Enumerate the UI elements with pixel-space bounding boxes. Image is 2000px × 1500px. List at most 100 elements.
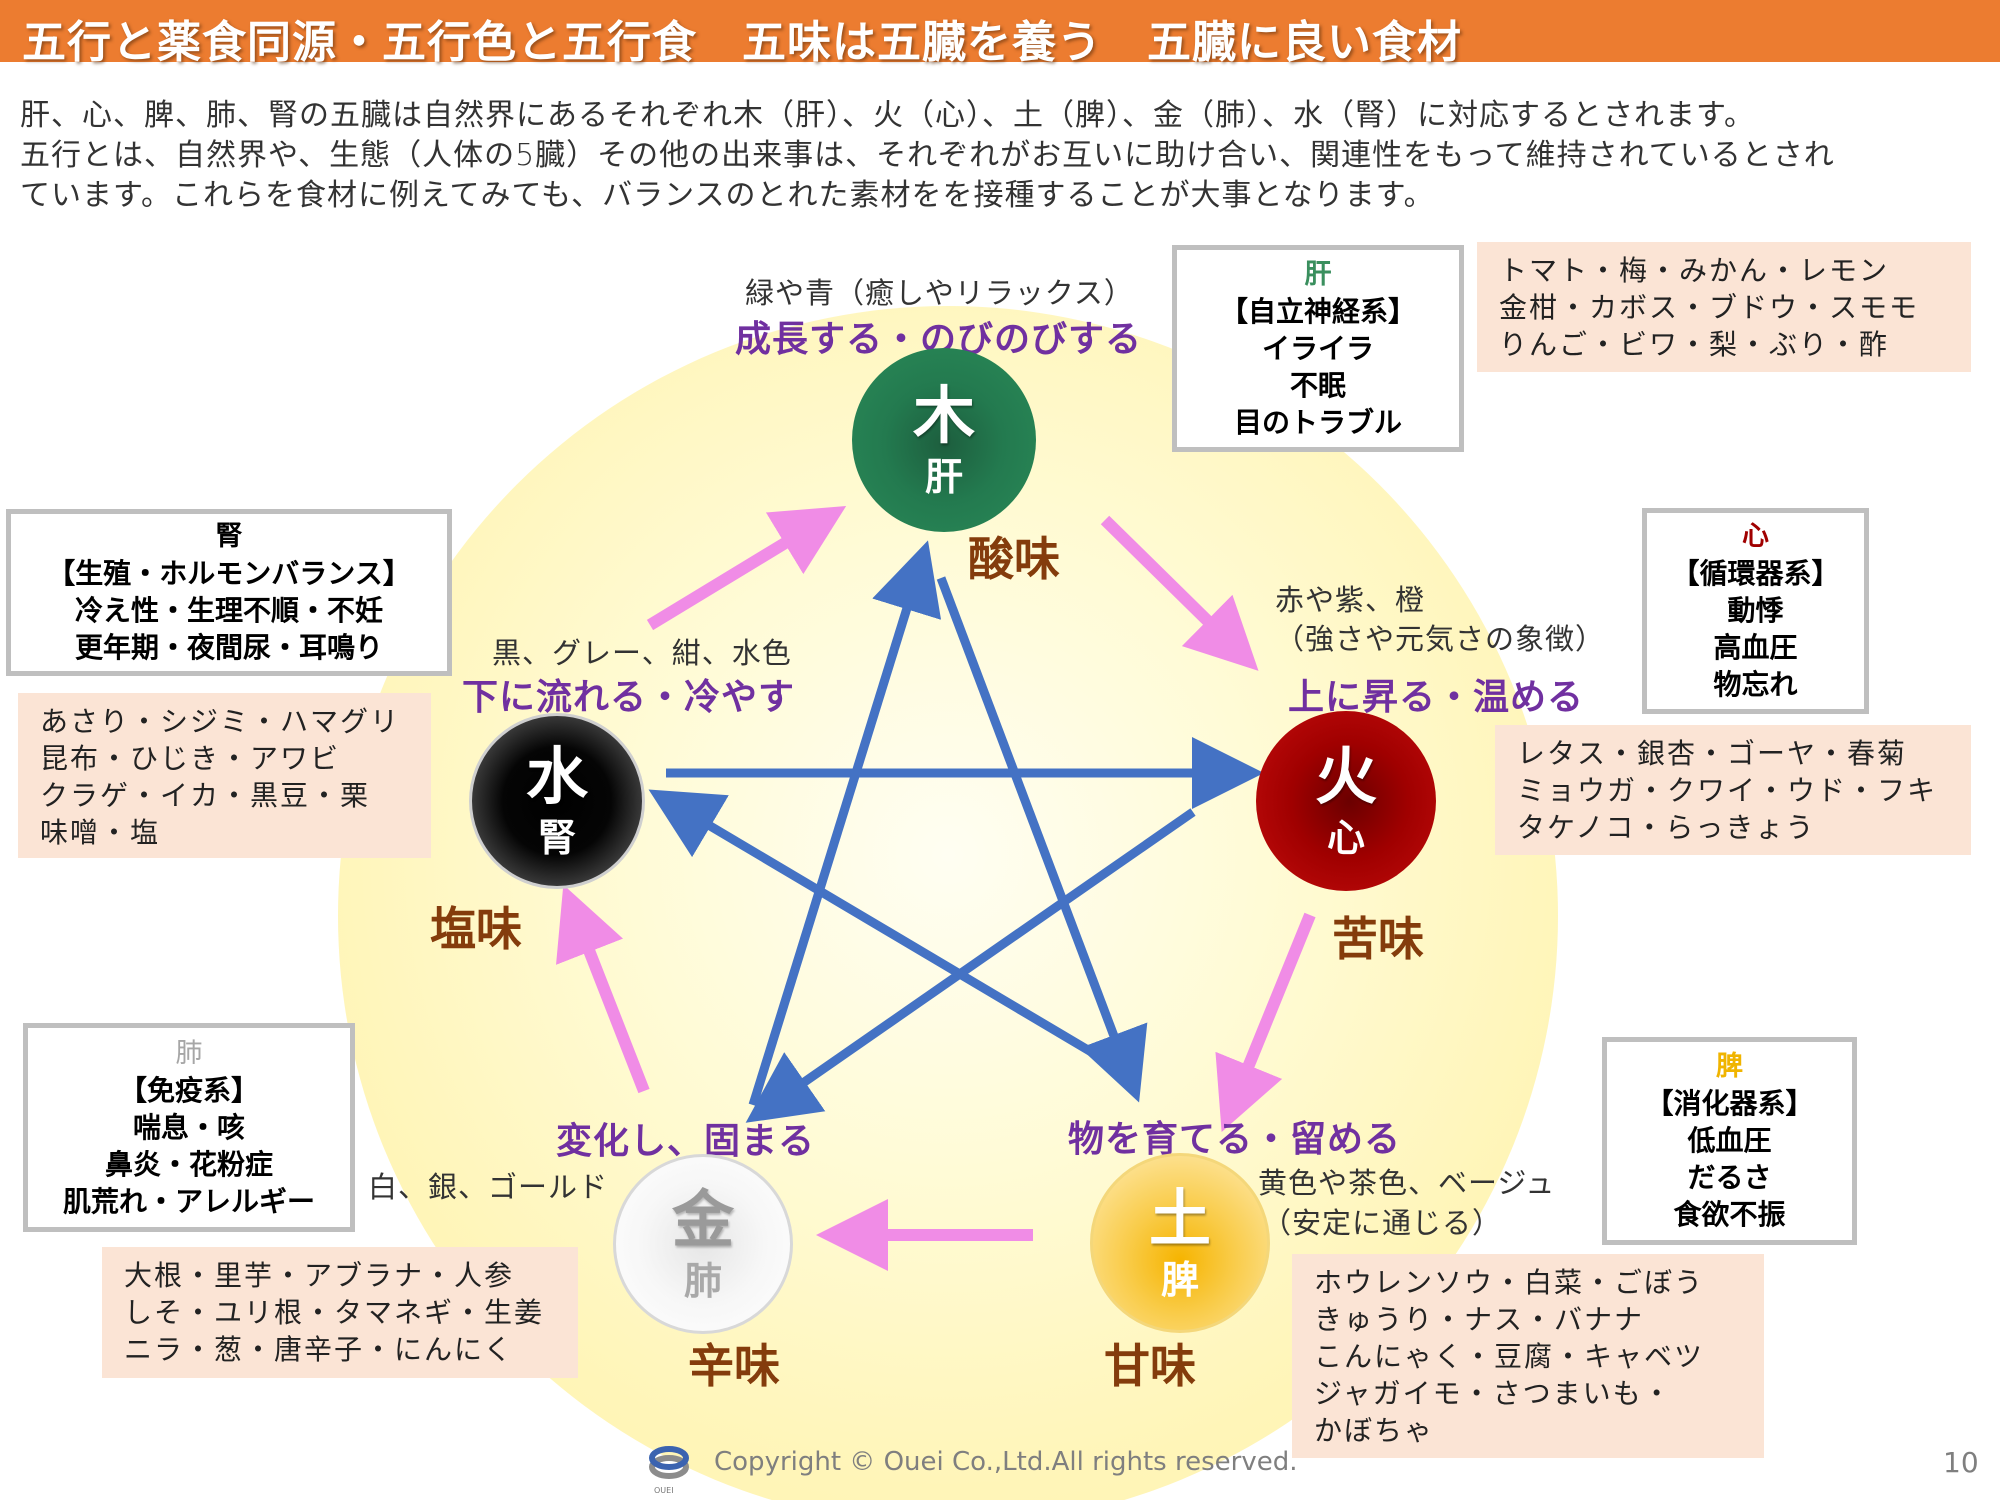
header-bar: 五行と薬食同源・五行色と五行食 五味は五臓を養う 五臓に良い食材 (0, 0, 2000, 68)
symptom-line: 物忘れ (1713, 668, 1798, 701)
arrow-fire-to-earth (1215, 912, 1316, 1133)
food-line: ジャガイモ・さつまいも・ (1314, 1377, 1673, 1410)
symptom-line: 高血圧 (1713, 631, 1798, 664)
copyright-text: Copyright © Ouei Co.,Ltd.All rights rese… (714, 1447, 1298, 1477)
wood-taste: 酸味 (968, 532, 1060, 586)
heart-organ-label: 心 (1742, 521, 1769, 552)
metal-taste: 辛味 (688, 1339, 780, 1393)
symptom-line: 【免疫系】 (118, 1073, 259, 1107)
food-line: 昆布・ひじき・アワビ (40, 742, 341, 775)
symptom-line: 更年期・夜間尿・耳鳴り (74, 631, 383, 664)
food-line: りんご・ビワ・梨・ぶり・酢 (1499, 328, 1890, 361)
kidney-symptom-box: 腎 【生殖・ホルモンバランス】 冷え性・生理不順・不妊 更年期・夜間尿・耳鳴り (6, 509, 452, 676)
food-line: レタス・銀杏・ゴーヤ・春菊 (1517, 737, 1908, 770)
fire-taste: 苦味 (1332, 912, 1424, 966)
food-line: クラゲ・イカ・黒豆・栗 (40, 779, 371, 812)
symptom-line: 動悸 (1727, 594, 1784, 627)
fire-element-char: 火 (1314, 740, 1377, 813)
metal-element-circle: 金 肺 (613, 1154, 793, 1334)
food-line: トマト・梅・みかん・レモン (1499, 254, 1890, 287)
food-line: こんにゃく・豆腐・キャベツ (1314, 1340, 1705, 1373)
company-logo-icon (649, 1446, 689, 1479)
intro-text: 肝、心、脾、肺、腎の五臓は自然界にあるそれぞれ木（肝）、火（心）、土（脾）、金（… (20, 96, 1980, 216)
company-logo-text: OUEI (654, 1486, 674, 1495)
symptom-line: 目のトラブル (1233, 405, 1402, 439)
lung-organ-label: 肺 (175, 1037, 203, 1069)
water-taste: 塩味 (430, 902, 522, 956)
liver-organ-label: 肝 (1304, 258, 1332, 290)
metal-element-char: 金 (671, 1183, 734, 1256)
symptom-line: 肌荒れ・アレルギー (62, 1184, 315, 1218)
wood-element-circle: 木 肝 (852, 348, 1036, 532)
page-title: 五行と薬食同源・五行色と五行食 五味は五臓を養う 五臓に良い食材 (22, 17, 1462, 68)
food-line: ニラ・葱・唐辛子・にんにく (124, 1333, 514, 1366)
food-line: 金柑・カボス・ブドウ・スモモ (1499, 291, 1920, 324)
earth-element-char: 土 (1148, 1182, 1211, 1255)
spleen-symptom-box: 脾 【消化器系】 低血圧 だるさ 食欲不振 (1602, 1037, 1857, 1245)
lung-food-box: 大根・里芋・アブラナ・人参 しそ・ユリ根・タマネギ・生姜 ニラ・葱・唐辛子・にん… (102, 1247, 578, 1378)
liver-food-box: トマト・梅・みかん・レモン 金柑・カボス・ブドウ・スモモ りんご・ビワ・梨・ぶり… (1477, 242, 1971, 372)
heart-food-box: レタス・銀杏・ゴーヤ・春菊 ミョウガ・クワイ・ウド・フキ タケノコ・らっきょう (1495, 725, 1971, 855)
arrow-metal-to-wood (748, 540, 942, 1107)
food-line: タケノコ・らっきょう (1517, 811, 1816, 844)
earth-taste: 甘味 (1104, 1339, 1196, 1393)
food-line: しそ・ユリ根・タマネギ・生姜 (124, 1296, 545, 1329)
fire-color-note-line1: 赤や紫、橙 (1275, 583, 1426, 617)
arrow-wood-to-earth (936, 576, 1148, 1103)
metal-organ-char: 肺 (683, 1259, 722, 1303)
symptom-line: 不眠 (1289, 368, 1346, 402)
arrow-earth-to-water (648, 789, 1123, 1073)
symptom-line: 鼻炎・花粉症 (104, 1147, 273, 1181)
page-number: 10 (1943, 1446, 1979, 1479)
earth-color-note-line1: 黄色や茶色、ベージュ (1258, 1166, 1556, 1200)
metal-color-note: 白、銀、ゴールド (368, 1170, 609, 1204)
water-action: 下に流れる・冷やす (462, 677, 796, 718)
earth-organ-char: 脾 (1160, 1258, 1199, 1302)
wood-element-char: 木 (912, 379, 975, 452)
arrow-fire-to-metal (745, 808, 1196, 1123)
wood-organ-char: 肝 (924, 455, 963, 499)
food-line: きゅうり・ナス・バナナ (1314, 1303, 1645, 1336)
earth-color-note-line2: （安定に通じる） (1262, 1206, 1503, 1240)
symptom-line: 喘息・咳 (132, 1110, 245, 1144)
symptom-line: 冷え性・生理不順・不妊 (74, 594, 383, 627)
spleen-food-box: ホウレンソウ・白菜・ごぼう きゅうり・ナス・バナナ こんにゃく・豆腐・キャベツ … (1292, 1254, 1764, 1458)
food-line: ミョウガ・クワイ・ウド・フキ (1517, 774, 1938, 807)
symptom-line: 食欲不振 (1673, 1198, 1786, 1231)
spleen-organ-label: 脾 (1716, 1051, 1743, 1082)
liver-symptom-box: 肝 【自立神経系】 イライラ 不眠 目のトラブル (1172, 245, 1464, 452)
food-line: ホウレンソウ・白菜・ごぼう (1314, 1266, 1705, 1299)
fire-organ-char: 心 (1326, 816, 1365, 860)
symptom-line: だるさ (1687, 1161, 1772, 1194)
fire-color-note-line2: （強さや元気さの象徴） (1275, 622, 1606, 656)
water-color-note: 黒、グレー、紺、水色 (492, 636, 792, 670)
food-line: 大根・里芋・アブラナ・人参 (124, 1259, 515, 1292)
arrow-wood-to-fire (1100, 515, 1259, 671)
food-line: かぼちゃ (1314, 1414, 1435, 1447)
arrow-metal-to-water (556, 884, 650, 1094)
intro-line: 肝、心、脾、肺、腎の五臓は自然界にあるそれぞれ木（肝）、火（心）、土（脾）、金（… (20, 98, 1755, 133)
heart-symptom-box: 心 【循環器系】 動悸 高血圧 物忘れ (1642, 508, 1869, 714)
water-element-char: 水 (525, 740, 588, 813)
kidney-food-box: あさり・シジミ・ハマグリ 昆布・ひじき・アワビ クラゲ・イカ・黒豆・栗 味噌・塩 (18, 693, 431, 858)
symptom-line: イライラ (1261, 331, 1374, 365)
intro-line: 五行とは、自然界や、生態（人体の5臓）その他の出来事は、それぞれがお互いに助け合… (20, 138, 1835, 173)
symptom-line: 【消化器系】 (1645, 1087, 1814, 1120)
earth-element-circle: 土 脾 (1090, 1153, 1270, 1333)
symptom-line: 【自立神経系】 (1219, 294, 1416, 328)
arrow-water-to-wood (646, 505, 847, 631)
fire-element-circle: 火 心 (1256, 711, 1436, 891)
symptom-line: 【循環器系】 (1671, 557, 1840, 590)
lung-symptom-box: 肺 【免疫系】 喘息・咳 鼻炎・花粉症 肌荒れ・アレルギー (23, 1023, 355, 1232)
symptom-line: 【生殖・ホルモンバランス】 (47, 557, 411, 590)
kidney-organ-label: 腎 (215, 521, 243, 552)
water-element-circle: 水 腎 (469, 713, 645, 889)
food-line: 味噌・塩 (40, 816, 161, 849)
water-organ-char: 腎 (537, 816, 576, 860)
symptom-line: 低血圧 (1687, 1124, 1772, 1157)
wood-color-note: 緑や青（癒しやリラックス） (745, 276, 1134, 310)
controlling-cycle-arrows (648, 540, 1264, 1123)
earth-action: 物を育てる・留める (1068, 1119, 1402, 1160)
generating-cycle-arrows (556, 505, 1316, 1271)
